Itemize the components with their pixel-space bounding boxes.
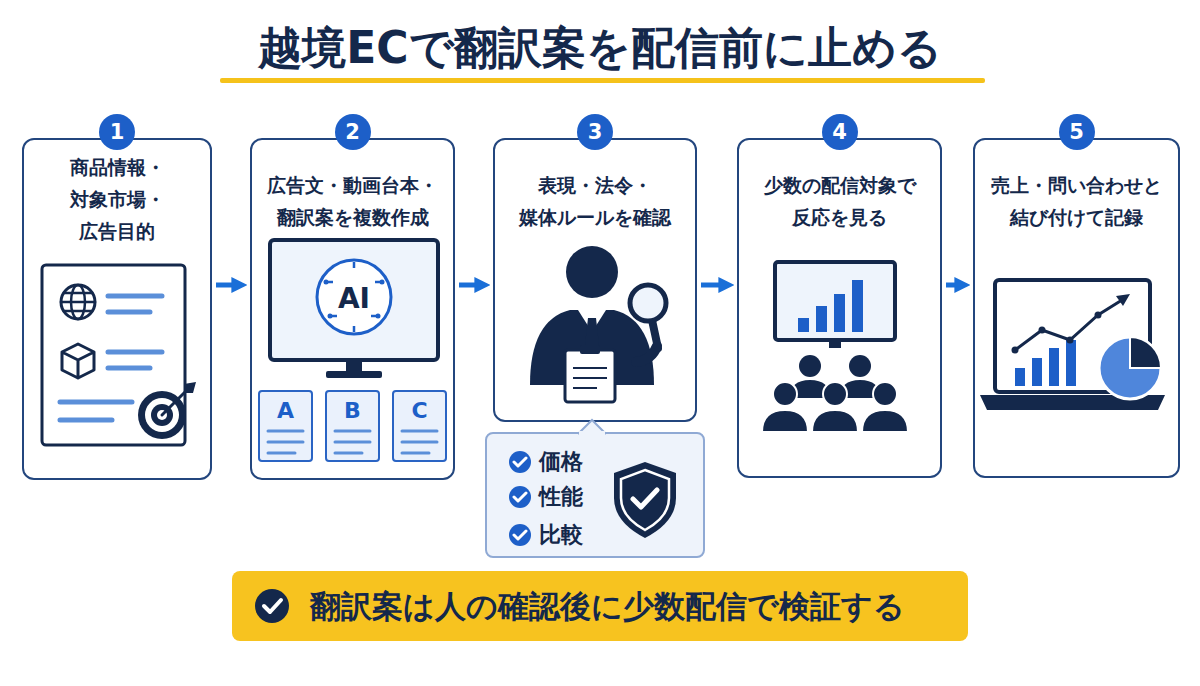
node-text: 2 — [335, 114, 371, 150]
title-underline — [220, 78, 985, 83]
ai-monitor-icon — [270, 240, 438, 378]
reviewer-icon — [530, 246, 666, 402]
node-text: 売上・問い合わせと 結び付けて記録 — [986, 169, 1168, 233]
flow-arrow — [701, 283, 728, 288]
node-text: 翻訳案は人の確認後に少数配信で検証する — [310, 586, 905, 626]
node-text: 3 — [577, 114, 613, 150]
node-text: 少数の配信対象で 反応を見る — [756, 169, 924, 233]
node-text: A — [260, 398, 311, 424]
diagram-title: 越境ECで翻訳案を配信前に止める — [0, 20, 1200, 76]
document-icon — [42, 265, 196, 445]
process-box: 1商品情報・ 対象市場・ 広告目的 — [22, 138, 212, 480]
flow-arrow — [946, 283, 964, 288]
node-text: 比較 — [539, 521, 583, 549]
screen-label: AI — [338, 282, 370, 315]
option-card: C — [392, 390, 447, 462]
node-text: 価格 — [539, 448, 583, 476]
step-number: 4 — [822, 114, 858, 150]
step-number: 1 — [99, 114, 135, 150]
node-text: B — [327, 398, 378, 424]
process-box: 3表現・法令・ 媒体ルールを確認 — [493, 138, 697, 422]
step-number: 2 — [335, 114, 371, 150]
node-text: 表現・法令・ 媒体ルールを確認 — [513, 169, 677, 233]
node-text: C — [394, 398, 445, 424]
option-card-backgrounds — [258, 390, 447, 462]
flow-arrow — [459, 283, 484, 288]
node-text: 広告文・動画台本・ 翻訳案を複数作成 — [262, 169, 444, 233]
summary-banner: 翻訳案は人の確認後に少数配信で検証する — [232, 571, 968, 641]
option-card: B — [325, 390, 380, 462]
step-number: 5 — [1059, 114, 1095, 150]
node-text: 性能 — [539, 483, 583, 511]
node-text: 商品情報・ 対象市場・ 広告目的 — [58, 151, 176, 247]
audience-monitor-icon — [762, 262, 908, 432]
node-text: 1 — [99, 114, 135, 150]
check-callout: 価格性能比較 — [485, 432, 705, 558]
node-text: 4 — [822, 114, 858, 150]
step-number: 3 — [577, 114, 613, 150]
process-box: 5売上・問い合わせと 結び付けて記録 — [973, 138, 1180, 478]
laptop-chart-icon — [980, 280, 1165, 410]
process-box: 4少数の配信対象で 反応を見る — [737, 138, 942, 478]
flow-arrow — [216, 283, 241, 288]
option-card: A — [258, 390, 313, 462]
node-text: 5 — [1059, 114, 1095, 150]
